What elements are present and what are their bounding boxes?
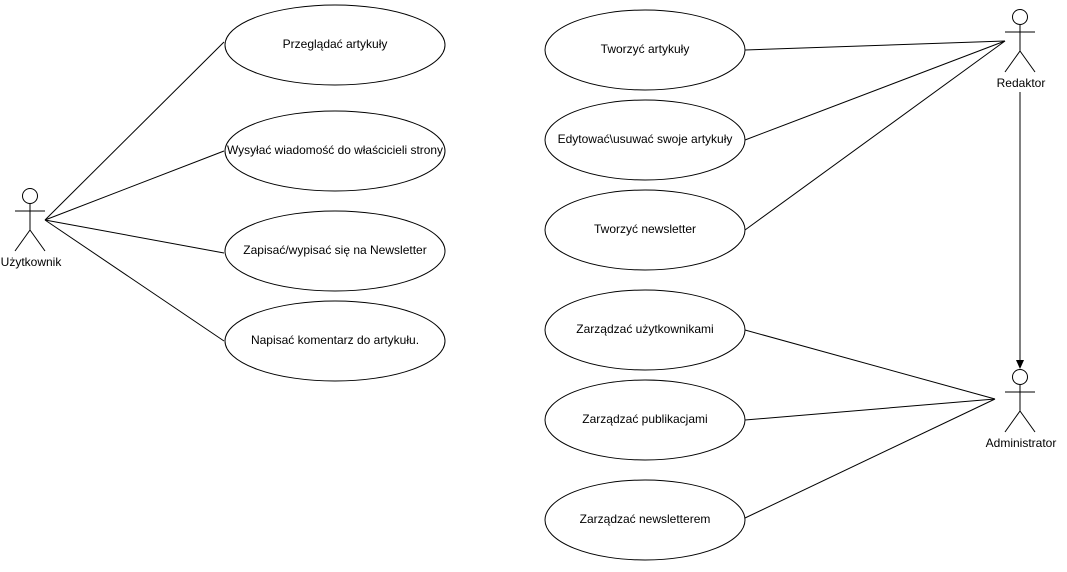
association-line-uzytkownik-zapisac	[44, 219, 225, 254]
use-case-label: Zapisać/wypisać się na Newsletter	[243, 243, 426, 257]
use-case-ellipse	[544, 379, 746, 461]
use-case-label: Napisać komentarz do artykułu.	[251, 333, 419, 347]
use-case-ellipse	[544, 9, 746, 91]
use-case-zapisac[interactable]: Zapisać/wypisać się na Newsletter	[224, 210, 446, 292]
use-case-zarzadzac-uzytkownikami[interactable]: Zarządzać użytkownikami	[544, 289, 746, 371]
use-case-label: Zarządzać użytkownikami	[576, 322, 713, 336]
use-case-zarzadzac-newsletterem[interactable]: Zarządzać newsletterem	[544, 479, 746, 561]
use-case-label: Tworzyć newsletter	[594, 222, 696, 236]
use-case-ellipse	[224, 110, 446, 192]
association-line-uzytkownik-przegladac	[44, 41, 225, 221]
use-case-tworzyc-newsletter[interactable]: Tworzyć newsletter	[544, 189, 746, 271]
use-case-label: Zarządzać newsletterem	[580, 512, 711, 526]
association-lines	[44, 40, 1024, 519]
use-case-wysylac[interactable]: Wysyłać wiadomość do właścicieli strony	[224, 110, 446, 192]
association-line-administrator-zarz-pub	[744, 398, 996, 421]
stick-figure-icon	[1004, 9, 1036, 73]
actor-label: Użytkownik	[1, 255, 63, 269]
association-line-redaktor-tworzyc-news	[744, 40, 1006, 231]
use-case-ellipse	[224, 210, 446, 292]
use-case-ellipse	[544, 189, 746, 271]
stick-figure-icon	[14, 188, 46, 252]
use-case-edytowac[interactable]: Edytować\usuwać swoje artykuły	[544, 99, 746, 181]
use-case-zarzadzac-publikacjami[interactable]: Zarządzać publikacjami	[544, 379, 746, 461]
use-case-tworzyc-artykuly[interactable]: Tworzyć artykuły	[544, 9, 746, 91]
association-line-uzytkownik-napisac	[44, 219, 225, 342]
actor-label: Redaktor	[997, 76, 1046, 90]
association-line-administrator-zarz-news	[744, 398, 996, 519]
association-line-administrator-zarz-uzyt	[744, 329, 996, 400]
actor-label: Administrator	[986, 436, 1057, 450]
use-case-przegladac[interactable]: Przeglądać artykuły	[224, 4, 446, 86]
use-case-label: Zarządzać publikacjami	[582, 412, 707, 426]
association-line-uzytkownik-wysylac	[44, 150, 225, 221]
use-case-ellipse	[224, 4, 446, 86]
stick-figure-icon	[1004, 369, 1036, 433]
use-case-label: Wysyłać wiadomość do właścicieli strony	[227, 143, 443, 157]
use-case-label: Tworzyć artykuły	[601, 42, 690, 56]
association-line-redaktor-edytowac	[744, 40, 1006, 141]
actor-uzytkownik[interactable]: Użytkownik	[1, 188, 63, 270]
association-line-redaktor-tworzyc-art	[744, 40, 1006, 51]
use-case-ellipse	[224, 300, 446, 382]
use-case-ellipse	[544, 479, 746, 561]
actor-administrator[interactable]: Administrator	[986, 369, 1057, 451]
use-case-label: Przeglądać artykuły	[283, 37, 388, 51]
use-case-ellipse	[544, 289, 746, 371]
use-case-napisac[interactable]: Napisać komentarz do artykułu.	[224, 300, 446, 382]
use-case-ellipse	[544, 99, 746, 181]
actor-redaktor[interactable]: Redaktor	[997, 9, 1046, 91]
use-case-label: Edytować\usuwać swoje artykuły	[558, 132, 733, 146]
